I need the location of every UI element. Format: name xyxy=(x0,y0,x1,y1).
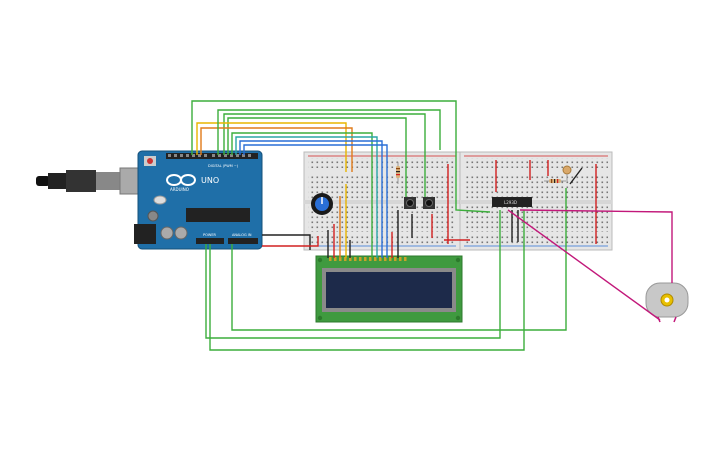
wire[interactable] xyxy=(231,132,373,258)
motor-driver-chip[interactable]: L293D xyxy=(492,197,532,207)
reset-button-icon[interactable] xyxy=(147,158,153,164)
wire[interactable] xyxy=(223,113,426,197)
wire[interactable] xyxy=(519,209,673,283)
wire[interactable] xyxy=(569,167,583,185)
pushbutton-icon[interactable] xyxy=(423,197,435,209)
wire[interactable] xyxy=(239,140,383,258)
atmega-chip xyxy=(186,208,250,222)
photoresistor-icon[interactable] xyxy=(562,165,572,182)
wire[interactable] xyxy=(262,234,311,250)
resistor-icon[interactable] xyxy=(396,162,400,184)
resistor-icon[interactable] xyxy=(544,179,566,183)
potentiometer-icon[interactable] xyxy=(311,193,333,215)
wire[interactable] xyxy=(243,144,388,258)
wire[interactable] xyxy=(227,117,407,197)
arduino-model-text: UNO xyxy=(201,176,219,185)
arduino-brand-text: ARDUINO xyxy=(170,187,189,192)
wire[interactable] xyxy=(217,109,441,155)
wire[interactable] xyxy=(235,136,378,258)
usb-cable-icon[interactable] xyxy=(36,167,141,195)
wire[interactable] xyxy=(205,210,501,339)
wire[interactable] xyxy=(262,236,319,247)
arduino-uno-board[interactable]: ARDUINO UNO DIGITAL (PWM ~) POWER ANALOG… xyxy=(134,150,263,250)
pushbutton-icon[interactable] xyxy=(404,197,416,209)
wire[interactable] xyxy=(231,188,567,331)
lcd-screen xyxy=(326,272,452,308)
power-header-label: POWER xyxy=(203,233,217,237)
analog-header-label: ANALOG IN xyxy=(232,233,252,237)
wire[interactable] xyxy=(507,209,661,321)
dc-motor-icon[interactable] xyxy=(645,282,689,323)
digital-header-label: DIGITAL (PWM ~) xyxy=(208,164,239,168)
wire[interactable] xyxy=(196,122,347,172)
motor-driver-label: L293D xyxy=(504,200,517,205)
wire[interactable] xyxy=(209,210,525,351)
lcd-display[interactable] xyxy=(315,255,463,323)
wire[interactable] xyxy=(191,100,491,213)
breadboard-right[interactable] xyxy=(459,151,613,251)
wires xyxy=(191,100,673,351)
wire[interactable] xyxy=(200,127,353,172)
arduino-logo-icon xyxy=(166,174,196,186)
